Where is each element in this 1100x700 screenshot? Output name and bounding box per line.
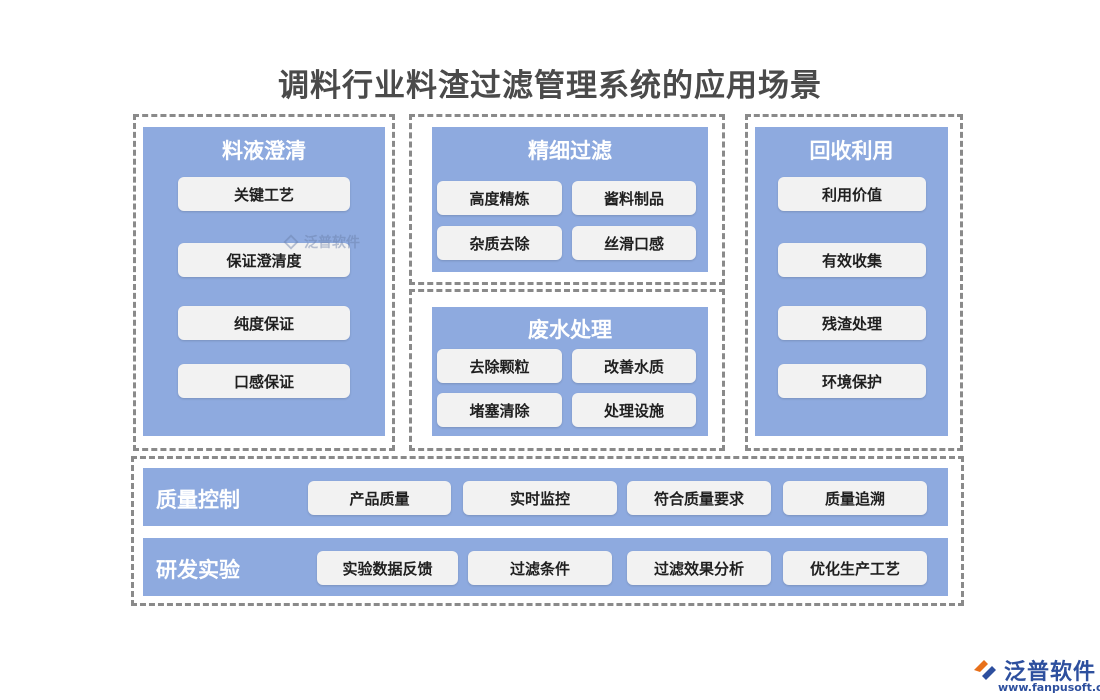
quality-item-1: 产品质量 bbox=[308, 481, 451, 515]
quality-item-2: 实时监控 bbox=[463, 481, 617, 515]
quality-item-3: 符合质量要求 bbox=[627, 481, 771, 515]
fine-item-3: 杂质去除 bbox=[437, 226, 562, 260]
clarify-item-4: 口感保证 bbox=[178, 364, 350, 398]
rd-item-2: 过滤条件 bbox=[468, 551, 612, 585]
waste-item-1: 去除颗粒 bbox=[437, 349, 562, 383]
clarify-title: 料液澄清 bbox=[222, 139, 306, 163]
waste-item-2: 改善水质 bbox=[572, 349, 696, 383]
watermark: 泛普软件 bbox=[282, 232, 360, 252]
recycle-item-4: 环境保护 bbox=[778, 364, 926, 398]
bottom-frame bbox=[131, 456, 964, 606]
logo-text: 泛普软件 bbox=[1004, 660, 1097, 685]
fine-item-1: 高度精炼 bbox=[437, 181, 562, 215]
watermark-text: 泛普软件 bbox=[304, 235, 360, 251]
fanpu-logo-icon bbox=[974, 660, 996, 680]
rd-item-1: 实验数据反馈 bbox=[317, 551, 458, 585]
quality-item-4: 质量追溯 bbox=[783, 481, 927, 515]
clarify-frame bbox=[133, 114, 395, 451]
clarify-item-3: 纯度保证 bbox=[178, 306, 350, 340]
quality-title: 质量控制 bbox=[156, 488, 240, 512]
waste-item-4: 处理设施 bbox=[572, 393, 696, 427]
waste-frame bbox=[409, 289, 725, 451]
waste-item-3: 堵塞清除 bbox=[437, 393, 562, 427]
fine-title: 精细过滤 bbox=[528, 139, 612, 163]
recycle-frame bbox=[745, 114, 963, 451]
waste-title: 废水处理 bbox=[528, 318, 612, 342]
fine-frame bbox=[409, 114, 725, 285]
recycle-title: 回收利用 bbox=[809, 139, 894, 163]
fine-item-4: 丝滑口感 bbox=[572, 226, 696, 260]
logo-url: www.fanpusoft.com bbox=[998, 681, 1100, 694]
fine-item-2: 酱料制品 bbox=[572, 181, 696, 215]
fanpu-logo: 泛普软件 bbox=[972, 654, 1096, 686]
rd-item-4: 优化生产工艺 bbox=[783, 551, 927, 585]
rd-title: 研发实验 bbox=[156, 558, 240, 582]
diagram-title: 调料行业料渣过滤管理系统的应用场景 bbox=[278, 68, 822, 104]
clarify-item-1: 关键工艺 bbox=[178, 177, 350, 211]
recycle-item-1: 利用价值 bbox=[778, 177, 926, 211]
clarify-item-2: 保证澄清度 bbox=[178, 243, 350, 277]
recycle-item-2: 有效收集 bbox=[778, 243, 926, 277]
recycle-item-3: 残渣处理 bbox=[778, 306, 926, 340]
rd-item-3: 过滤效果分析 bbox=[627, 551, 771, 585]
fanpu-watermark-icon bbox=[283, 234, 299, 250]
